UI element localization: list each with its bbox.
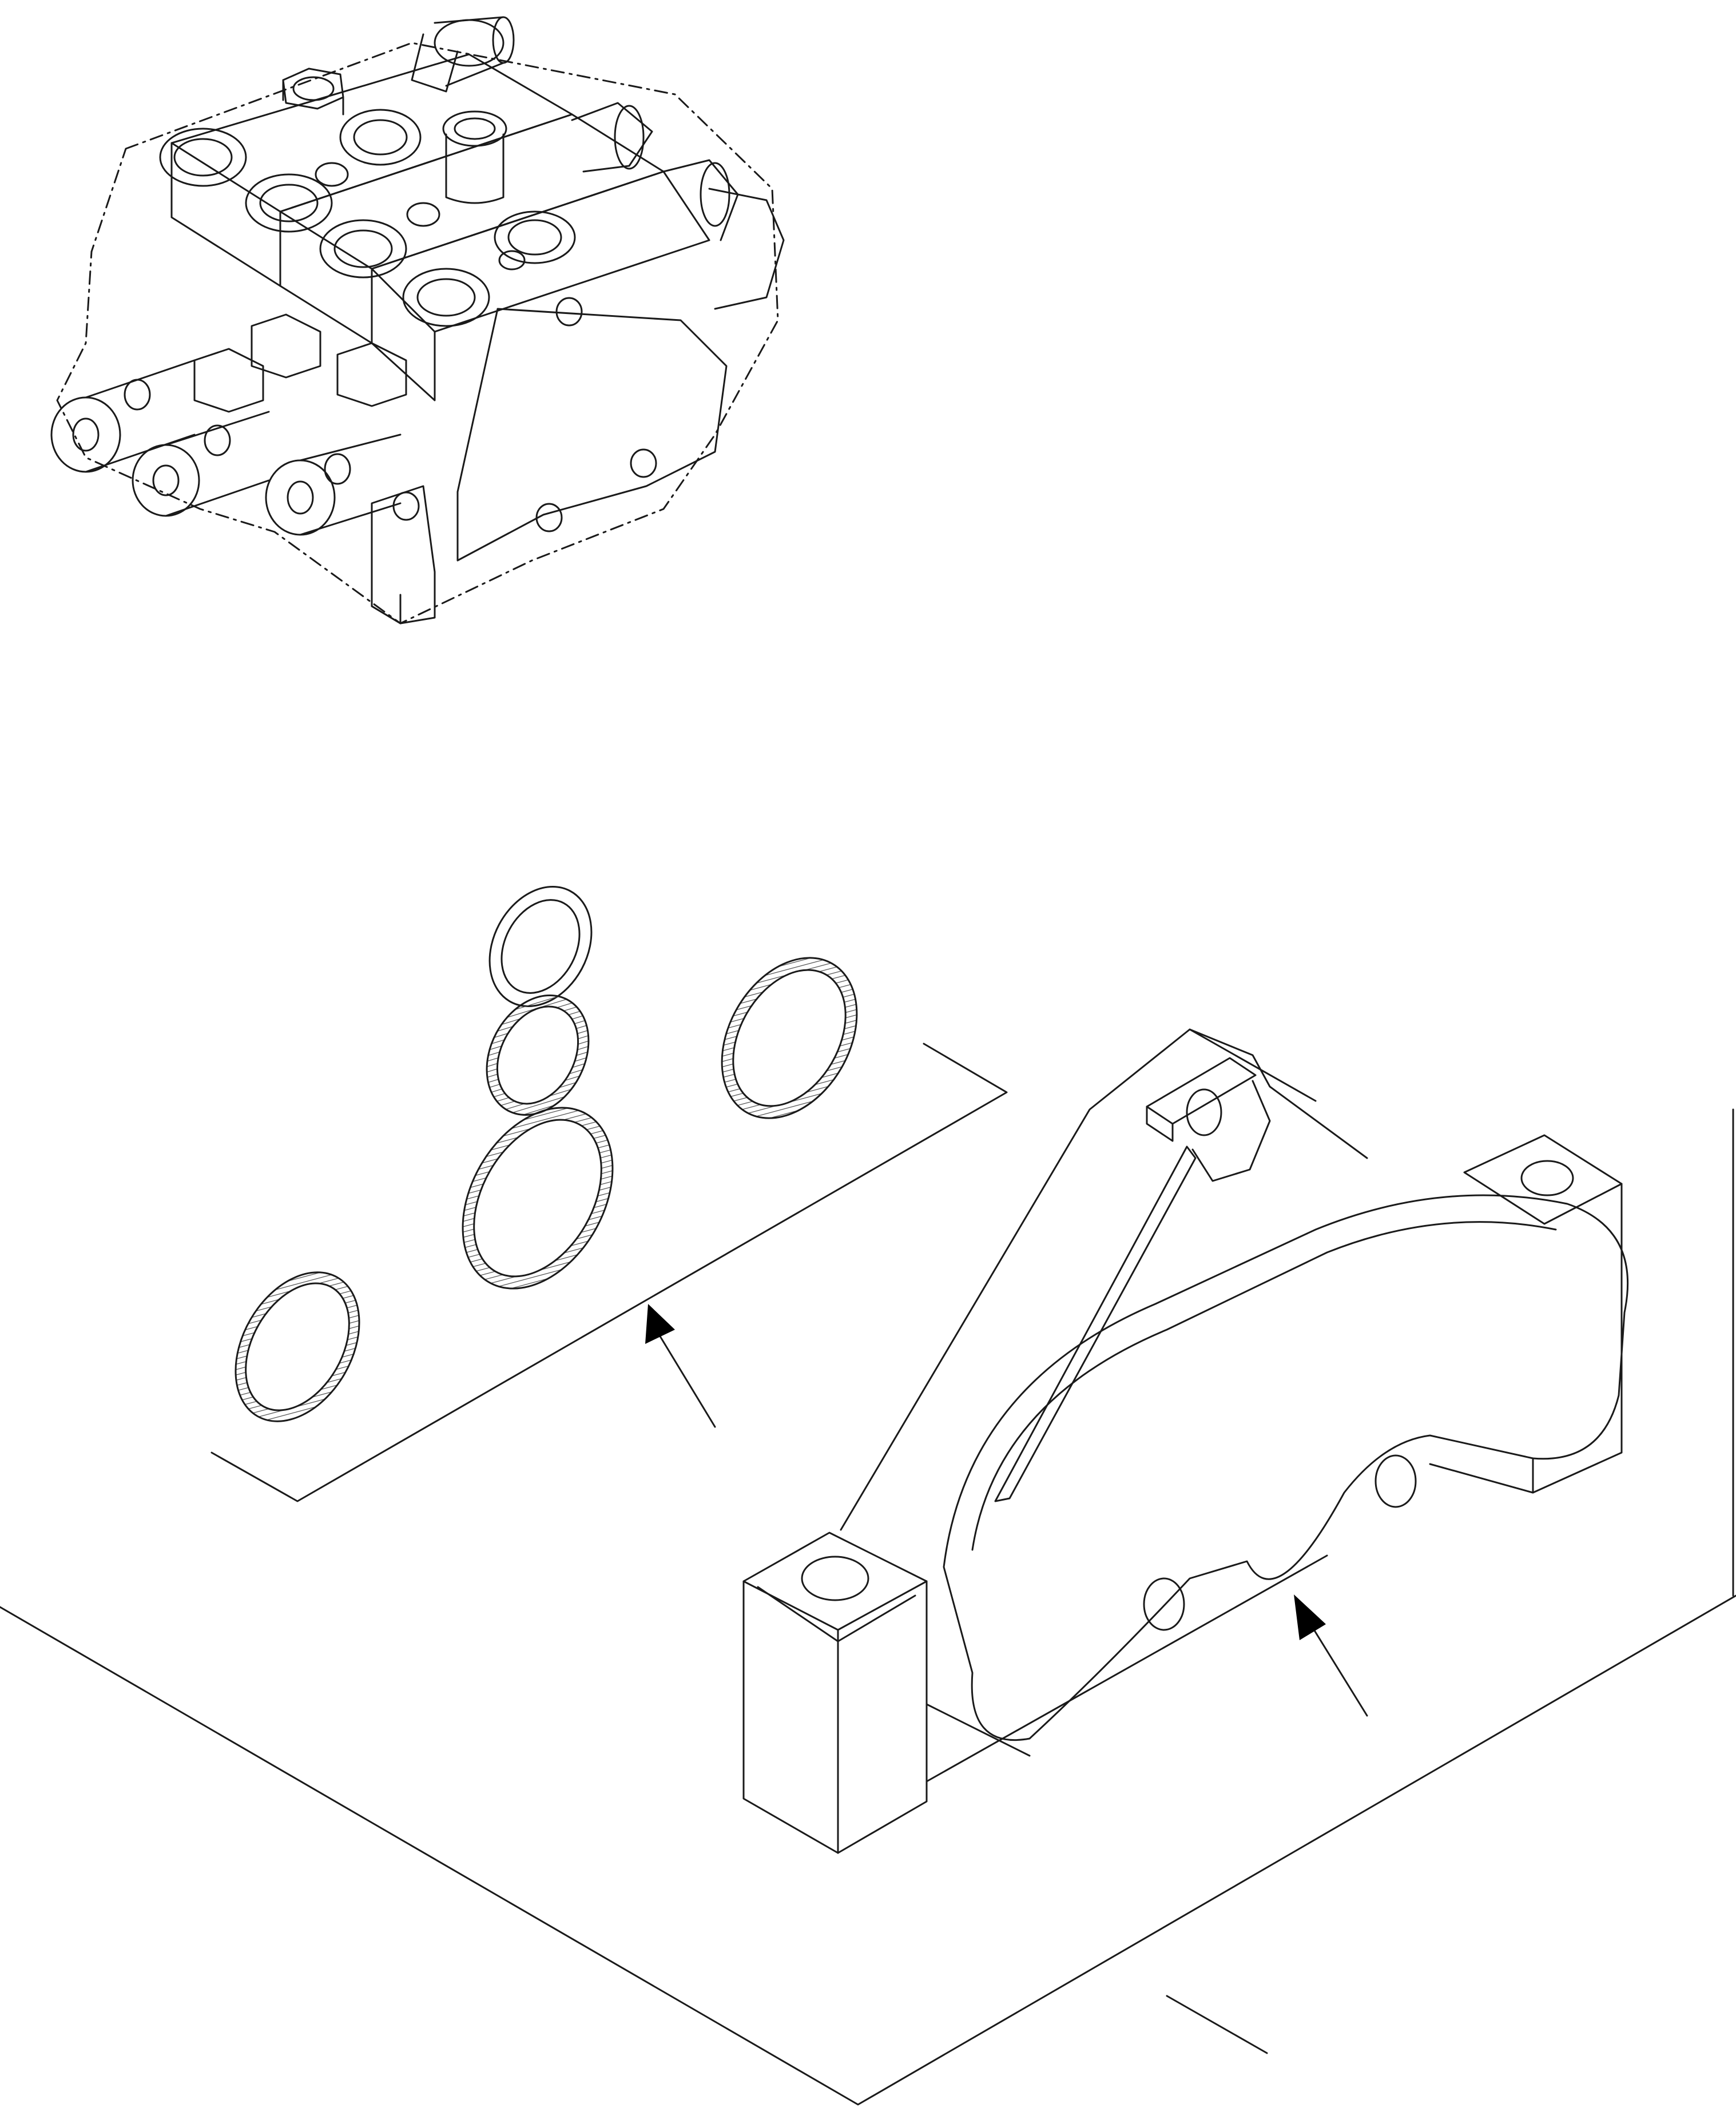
o-ring-icon (462, 1107, 614, 1290)
ports-top (159, 109, 576, 327)
control-valve-assembly (50, 16, 785, 625)
o-ring-icon (721, 957, 858, 1119)
hex-nuts-left (193, 313, 407, 413)
spool-ends-left (50, 359, 402, 536)
o-ring-icon (235, 1271, 360, 1422)
base-plane (0, 1108, 1736, 2106)
arrow-icon (1294, 1594, 1368, 1717)
relief-cartridge (442, 110, 507, 204)
o-ring-icon (488, 886, 593, 1007)
valve-mounting-bracket (0, 1028, 1736, 2106)
valve-mounting-face (371, 297, 728, 625)
o-ring-icon (486, 995, 590, 1116)
end-fitting-top (411, 16, 515, 93)
arrow-icon (645, 1304, 716, 1428)
gasket-plate (210, 1043, 1008, 1502)
o-ring-seal-set (235, 886, 858, 1422)
valve-body-outline (56, 42, 779, 625)
hex-plug (282, 67, 344, 116)
end-fittings-right (571, 102, 785, 310)
